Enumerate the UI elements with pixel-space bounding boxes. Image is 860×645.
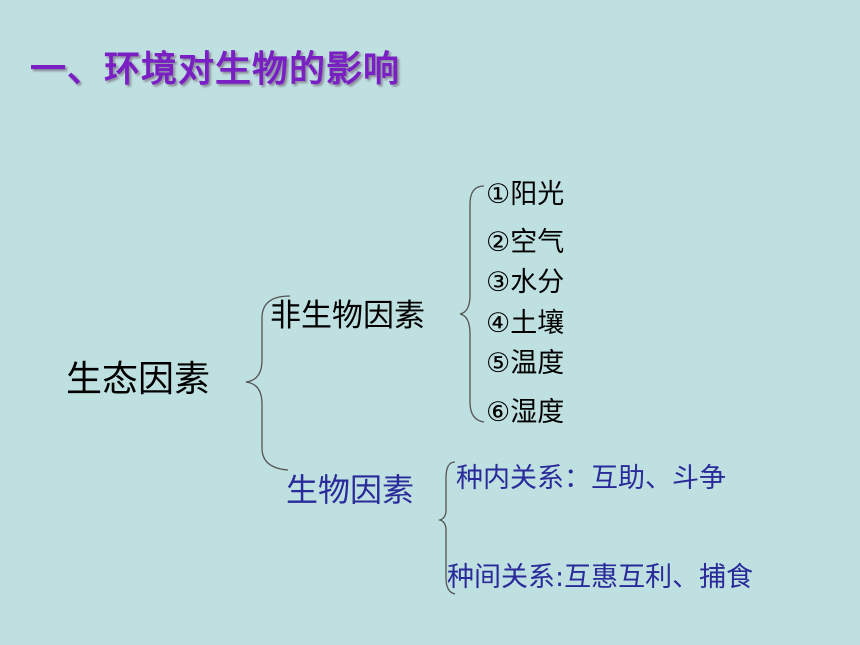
abiotic-item-humidity: ⑥湿度 [486,397,565,428]
abiotic-item-temperature: ⑤温度 [486,348,565,379]
abiotic-item-soil: ④土壤 [486,308,565,339]
abiotic-item-air: ②空气 [486,227,565,258]
interspecific-relation: 种间关系:互惠互利、捕食 [447,562,754,593]
root-node-label: 生态因素 [66,359,211,400]
biotic-brace [437,461,456,595]
page-title: 一、环境对生物的影响 [30,49,401,90]
root-brace [245,295,291,471]
abiotic-item-sunlight: ①阳光 [486,179,565,210]
abiotic-factor-label: 非生物因素 [270,298,425,334]
biotic-factor-label: 生物因素 [286,471,415,509]
abiotic-brace [459,185,485,423]
abiotic-item-water: ③水分 [486,267,565,298]
intraspecific-relation: 种内关系：互助、斗争 [456,463,726,494]
